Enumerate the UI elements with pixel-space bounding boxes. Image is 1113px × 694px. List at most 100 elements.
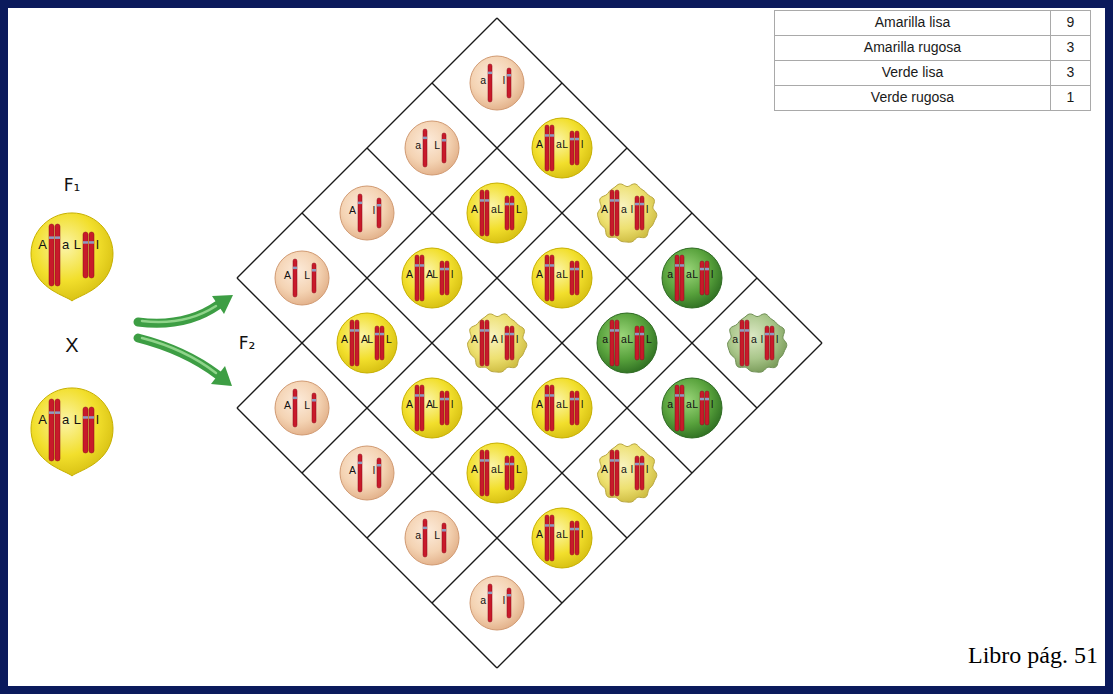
allele-letter: L — [434, 530, 440, 542]
allele-slot: a — [491, 200, 497, 216]
chromosome-body — [55, 224, 60, 286]
allele-slot: A — [361, 330, 368, 346]
allele-letter: L — [304, 400, 310, 412]
chromosome — [610, 320, 614, 366]
allele-letter: L — [562, 269, 568, 281]
allele-letter: l — [373, 465, 375, 477]
gene-band — [83, 241, 88, 244]
seed-outline — [532, 118, 592, 178]
chromosome-body — [640, 456, 644, 490]
allele-slot: l — [503, 591, 505, 607]
seed-outline — [340, 446, 394, 500]
chromosome — [358, 194, 362, 232]
allele-slot: A — [536, 135, 543, 151]
arrow-shaft — [138, 305, 218, 323]
chromosome — [480, 190, 484, 236]
chromosome-body — [377, 198, 381, 228]
chromosome-body — [570, 261, 574, 295]
chromosome — [700, 261, 704, 295]
chromosome — [770, 326, 774, 360]
allele-letter: A — [406, 399, 413, 411]
allele-slot: a — [480, 591, 486, 607]
gene-band — [770, 333, 774, 336]
chromosome — [635, 456, 639, 490]
chromosome — [610, 450, 614, 496]
gene-band — [480, 199, 484, 202]
chromosome — [550, 385, 554, 431]
chromosome-body — [635, 326, 639, 360]
parent-seed: AaLl — [29, 385, 115, 477]
seed-drawing — [339, 185, 395, 241]
chromosome — [293, 389, 297, 427]
chromosome — [377, 198, 381, 228]
allele-slot: A — [426, 265, 433, 281]
chromosome — [635, 326, 639, 360]
seed-drawing — [339, 445, 395, 501]
allele-slot: a — [415, 526, 421, 542]
allele-slot: L — [367, 330, 373, 346]
chromosome — [89, 232, 94, 278]
allele-slot: A — [491, 330, 498, 346]
gene-band — [705, 398, 709, 401]
allele-letter: a — [415, 530, 421, 542]
offspring-seed: AaLL — [466, 442, 528, 504]
chromosome — [640, 326, 644, 360]
allele-slot: a — [556, 265, 562, 281]
chromosome-body — [442, 523, 446, 553]
seed-outline — [467, 183, 527, 243]
allele-slot: A — [341, 330, 348, 346]
allele-letter: L — [562, 399, 568, 411]
chromosome-body — [89, 407, 94, 453]
allele-slot: A — [426, 395, 433, 411]
chromosome — [507, 588, 511, 618]
gene-band — [615, 199, 619, 202]
gene-band — [680, 394, 684, 397]
phenotype-name: Amarilla rugosa — [864, 40, 961, 55]
chromosome-body — [705, 391, 709, 425]
chromosome-body — [293, 389, 297, 427]
allele-slot: L — [434, 526, 440, 542]
cross-sign: X — [65, 334, 78, 356]
gamete-cell: aL — [404, 510, 460, 566]
gene-band — [312, 269, 316, 272]
allele-letter: l — [581, 399, 583, 411]
chromosome-body — [485, 320, 489, 366]
chromosome-body — [680, 385, 684, 431]
gene-band — [420, 264, 424, 267]
allele-letter: a — [621, 464, 627, 476]
allele-letter: L — [304, 270, 310, 282]
chromosome-body — [575, 131, 579, 165]
allele-slot: a — [667, 265, 673, 281]
gene-band — [635, 203, 639, 206]
gene-band — [575, 268, 579, 271]
gene-band — [570, 268, 574, 271]
chromosome — [505, 456, 509, 490]
chromosome-body — [355, 320, 359, 366]
allele-slot: a — [556, 395, 562, 411]
chromosome-body — [445, 261, 449, 295]
allele-slot: l — [711, 395, 713, 411]
seed-outline — [405, 121, 459, 175]
chromosome — [550, 125, 554, 171]
gene-band — [700, 398, 704, 401]
allele-letter: A — [491, 334, 498, 346]
chromosome-body — [488, 64, 492, 102]
phenotype-name: Verde rugosa — [871, 90, 954, 105]
seed-outline — [470, 56, 524, 110]
gene-band — [640, 463, 644, 466]
offspring-seed: AALl — [401, 377, 463, 439]
allele-letter: l — [646, 464, 648, 476]
allele-letter: l — [96, 413, 99, 427]
chromosome — [700, 391, 704, 425]
offspring-seed: Aall — [596, 442, 658, 504]
gene-band — [675, 264, 679, 267]
chromosome — [423, 129, 427, 167]
gene-band — [510, 333, 514, 336]
gene-band — [49, 236, 54, 239]
allele-slot: L — [692, 265, 698, 281]
label-holder: Libro pág. 51 — [968, 642, 1098, 668]
gene-band — [293, 267, 297, 270]
allele-letter: A — [38, 238, 47, 252]
table-cell: 3 — [1051, 61, 1091, 86]
chromosome — [49, 399, 54, 461]
